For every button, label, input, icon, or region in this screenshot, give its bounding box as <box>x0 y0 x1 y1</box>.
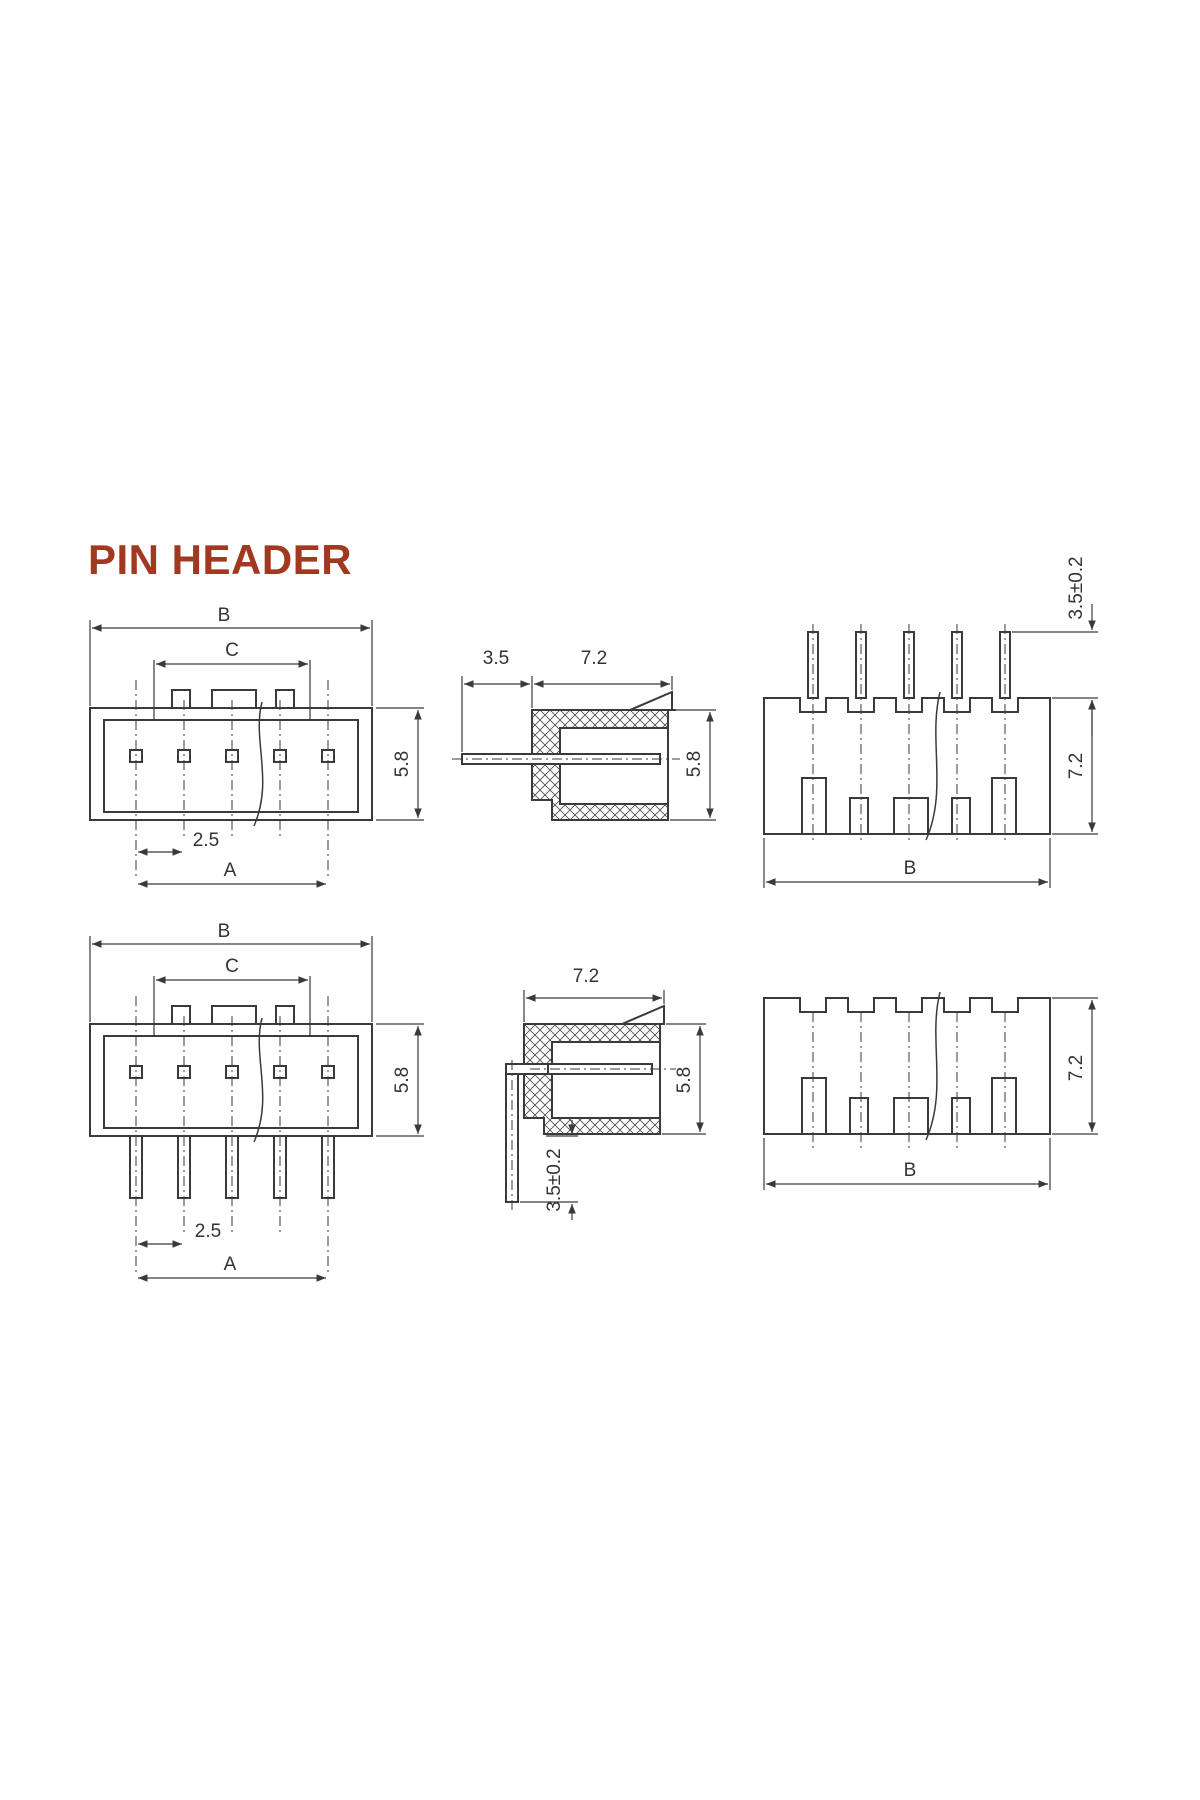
bottom-side-dim-height: 5.8 <box>674 1067 695 1093</box>
top-side-latch <box>629 690 673 711</box>
top-front-housing-inner <box>103 719 359 813</box>
bottom-side-view <box>505 990 706 1220</box>
bottom-front-dim-c: C <box>225 956 239 977</box>
bottom-back-housing <box>763 997 1051 1135</box>
bottom-back-view <box>763 991 1098 1190</box>
top-front-dim-b: B <box>218 605 231 626</box>
bottom-front-view <box>89 936 424 1282</box>
top-front-dim-a: A <box>224 860 237 881</box>
bottom-front-latch <box>171 1005 191 1025</box>
top-back-slot <box>801 777 827 835</box>
top-front-dim-c: C <box>225 640 239 661</box>
bottom-front-dim-a: A <box>224 1254 237 1275</box>
bottom-side-lead-bend <box>505 1063 549 1075</box>
top-back-slot <box>951 797 971 835</box>
bottom-back-dim-b: B <box>904 1160 917 1181</box>
bottom-back-slot <box>951 1097 971 1135</box>
bottom-back-slot <box>849 1097 869 1135</box>
bottom-front-housing-inner <box>103 1035 359 1129</box>
bottom-front-dim-height: 5.8 <box>392 1067 413 1093</box>
top-side-dim-depth: 7.2 <box>581 648 607 669</box>
top-back-slot <box>991 777 1017 835</box>
top-front-housing-outer <box>89 707 373 821</box>
bottom-front-dim-b: B <box>218 921 231 942</box>
bottom-front-latch <box>211 1005 257 1025</box>
top-back-break-line <box>925 691 941 841</box>
bottom-side-cavity <box>551 1041 661 1119</box>
top-front-dim-pitch: 2.5 <box>193 830 219 851</box>
top-side-dim-pin: 3.5 <box>483 648 509 669</box>
bottom-front-latch <box>275 1005 295 1025</box>
bottom-back-slot <box>991 1077 1017 1135</box>
top-back-dim-b: B <box>904 858 917 879</box>
top-front-dim-height: 5.8 <box>392 751 413 777</box>
top-side-dim-height: 5.8 <box>684 751 705 777</box>
bottom-back-dim-height: 7.2 <box>1066 1055 1087 1081</box>
top-back-dim-pin: 3.5±0.2 <box>1066 556 1087 619</box>
bottom-side-latch <box>621 1004 665 1025</box>
top-side-cavity <box>559 727 669 805</box>
bottom-front-dim-pitch: 2.5 <box>195 1221 221 1242</box>
top-back-slot <box>849 797 869 835</box>
top-back-housing <box>763 697 1051 835</box>
bottom-side-dim-depth: 7.2 <box>573 966 599 987</box>
top-front-latch <box>275 689 295 709</box>
bottom-side-dim-pin: 3.5±0.2 <box>544 1148 565 1211</box>
top-back-view <box>763 604 1098 888</box>
bottom-back-slot <box>893 1097 929 1135</box>
top-front-break-line <box>253 701 264 827</box>
bottom-back-slot <box>801 1077 827 1135</box>
page-title: PIN HEADER <box>88 536 353 583</box>
bottom-front-housing-outer <box>89 1023 373 1137</box>
bottom-back-break-line <box>925 991 941 1141</box>
top-back-slot <box>893 797 929 835</box>
top-front-latch <box>171 689 191 709</box>
top-side-view <box>452 676 716 821</box>
bottom-front-break-line <box>253 1017 264 1143</box>
top-front-view <box>89 620 424 888</box>
top-front-latch <box>211 689 257 709</box>
top-back-dim-height: 7.2 <box>1066 753 1087 779</box>
